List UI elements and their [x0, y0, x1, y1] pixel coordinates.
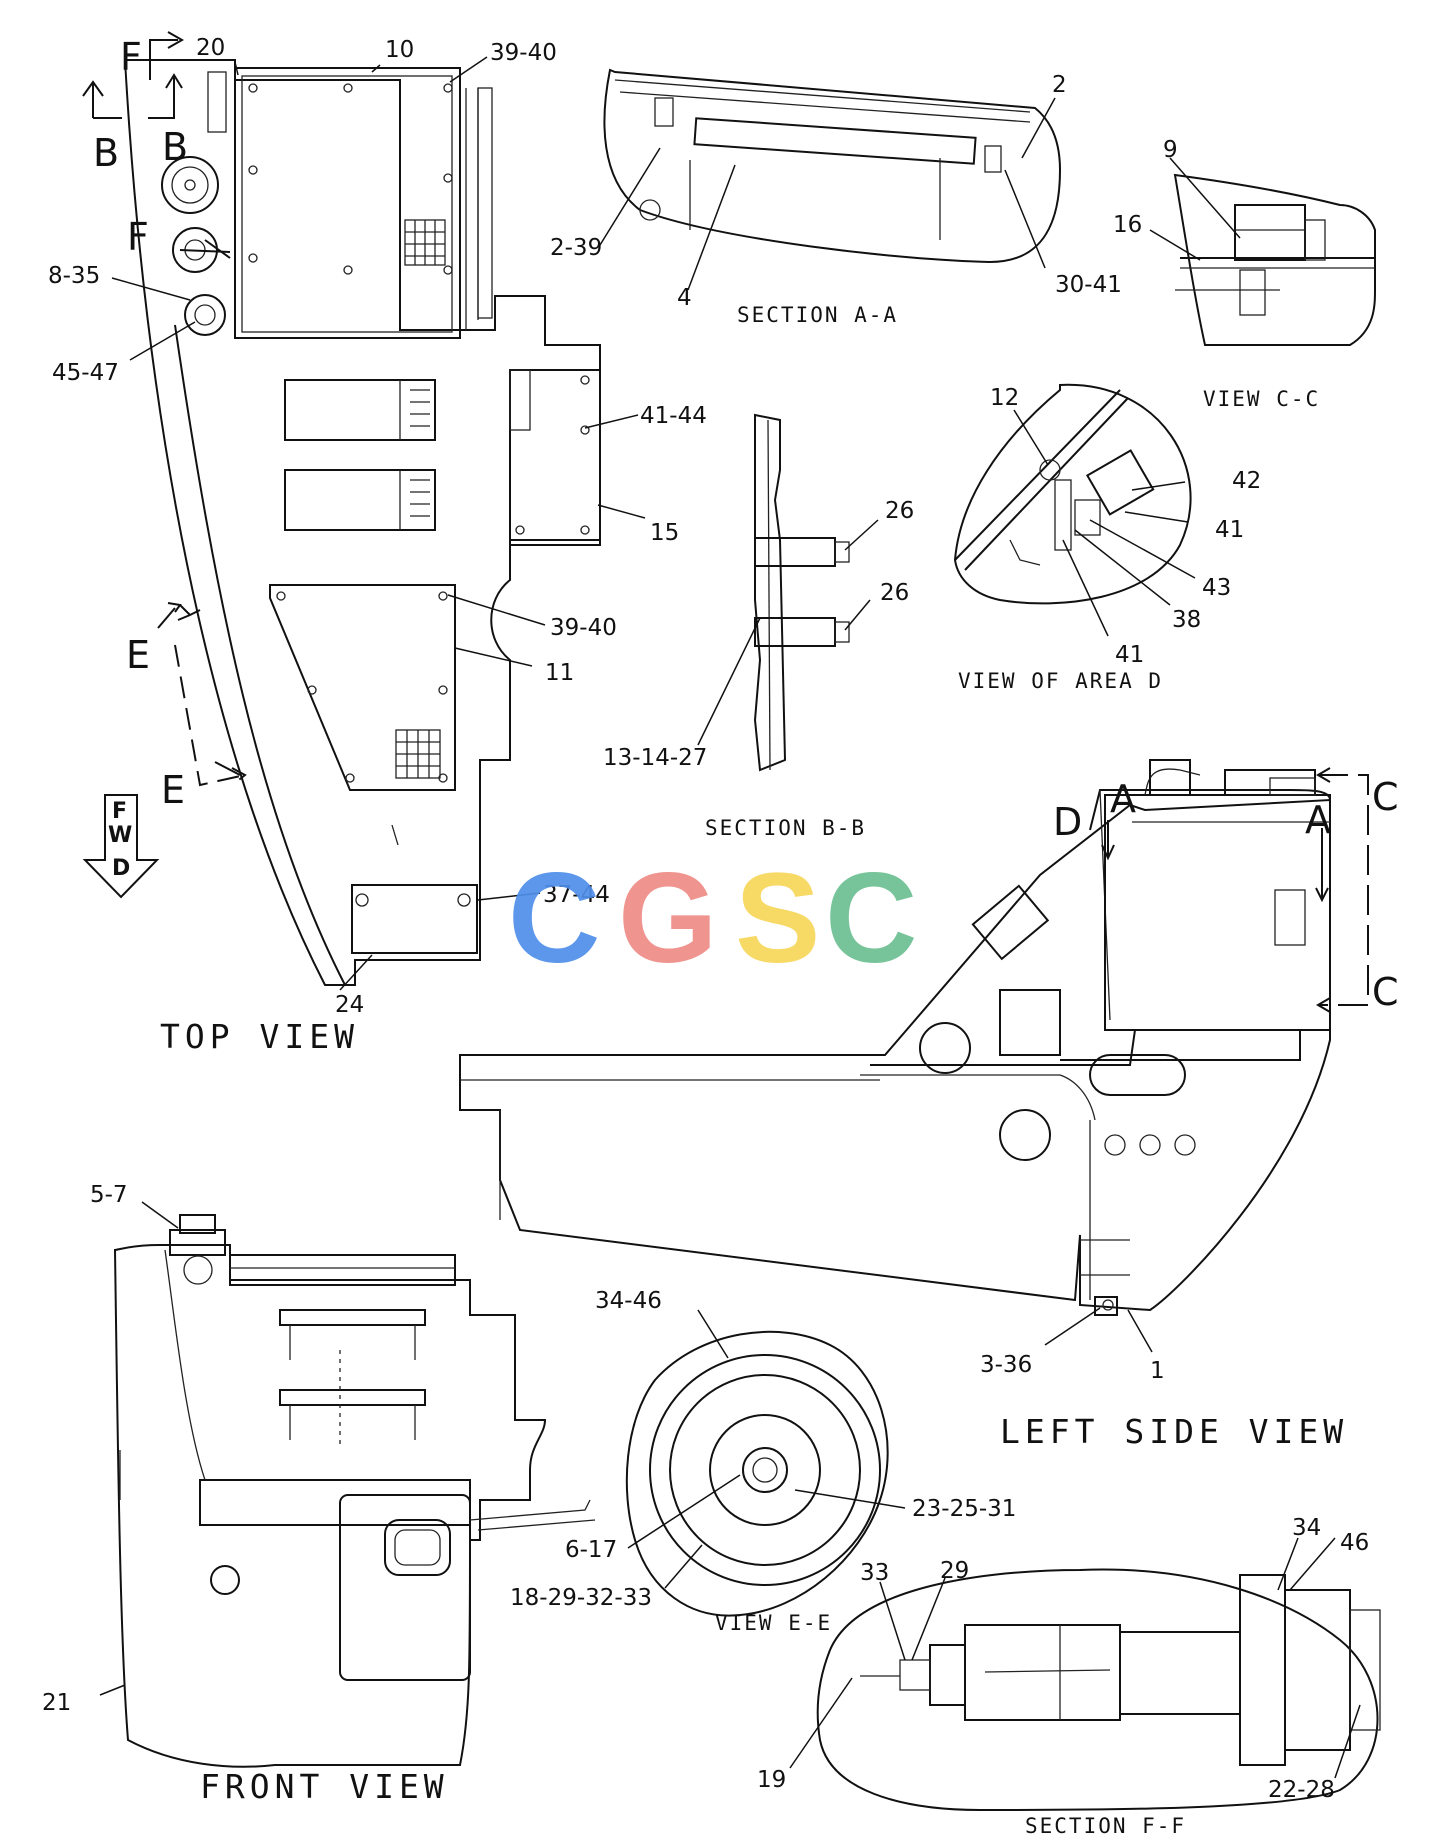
- callout-41-44: 41-44: [640, 403, 707, 429]
- watermark-letter-c2: C: [825, 847, 917, 990]
- mark-c-bottom: C: [1372, 970, 1399, 1014]
- mark-b-right: B: [162, 125, 188, 169]
- callout-18-29-32-33: 18-29-32-33: [510, 1585, 652, 1611]
- callout-43: 43: [1202, 575, 1231, 601]
- fwd-arrow: F W D: [108, 799, 132, 881]
- section-bb-title: SECTION B-B: [705, 816, 866, 840]
- callout-1: 1: [1150, 1358, 1165, 1384]
- view-ee-title: VIEW E-E: [715, 1611, 832, 1635]
- callout-23-25-31: 23-25-31: [912, 1496, 1016, 1522]
- section-b-b: [753, 413, 850, 772]
- callout-45-47: 45-47: [52, 360, 119, 386]
- view-area-d-title: VIEW OF AREA D: [958, 669, 1163, 693]
- fwd-letter-w: W: [108, 823, 132, 848]
- callout-2: 2: [1052, 72, 1067, 98]
- callout-37-44: 37-44: [543, 882, 610, 908]
- mark-d: D: [1053, 800, 1082, 844]
- watermark-letter-g: G: [618, 847, 718, 990]
- watermark-letter-s: S: [735, 847, 820, 990]
- mark-e-upper: E: [126, 633, 150, 677]
- callout-16: 16: [1113, 212, 1142, 238]
- view-area-d: [953, 383, 1192, 605]
- callout-42: 42: [1232, 468, 1261, 494]
- front-view-title: FRONT VIEW: [200, 1767, 449, 1806]
- mark-e-lower: E: [161, 768, 185, 812]
- mark-f-top: F: [120, 35, 142, 79]
- callout-19: 19: [757, 1767, 786, 1793]
- top-view: [82, 31, 601, 986]
- top-view-title: TOP VIEW: [160, 1017, 359, 1056]
- watermark-letter-c1: C: [508, 847, 600, 990]
- callout-21: 21: [42, 1690, 71, 1716]
- callout-9: 9: [1163, 137, 1178, 163]
- callout-12: 12: [990, 385, 1019, 411]
- callout-5-7: 5-7: [90, 1182, 128, 1208]
- fwd-letter-f: F: [112, 799, 127, 824]
- callout-33: 33: [860, 1560, 889, 1586]
- callout-39-40-mid: 39-40: [550, 615, 617, 641]
- callout-29: 29: [940, 1558, 969, 1584]
- view-cc-title: VIEW C-C: [1203, 387, 1320, 411]
- section-f-f: [816, 1568, 1381, 1812]
- view-titles: TOP VIEW FRONT VIEW LEFT SIDE VIEW SECTI…: [160, 303, 1348, 1838]
- callout-20: 20: [196, 35, 225, 61]
- watermark: C G S C: [508, 847, 917, 990]
- left-side-view: [459, 759, 1369, 1316]
- callout-13-14-27: 13-14-27: [603, 745, 707, 771]
- front-view: [113, 1214, 596, 1768]
- callout-46: 46: [1340, 1530, 1369, 1556]
- section-marks: F B B F E E D A A C C: [93, 35, 1399, 1014]
- section-a-a: [603, 68, 1062, 264]
- callout-15: 15: [650, 520, 679, 546]
- callout-3-36: 3-36: [980, 1352, 1032, 1378]
- mark-a-right: A: [1305, 798, 1331, 842]
- fwd-letter-d: D: [112, 856, 130, 881]
- mark-a-left: A: [1110, 777, 1136, 821]
- mark-b-left: B: [93, 131, 119, 175]
- section-aa-title: SECTION A-A: [737, 303, 898, 327]
- mark-f-mid: F: [127, 215, 149, 259]
- callout-38: 38: [1172, 607, 1201, 633]
- callout-39-40-top: 39-40: [490, 40, 557, 66]
- callout-26-b: 26: [880, 580, 909, 606]
- callout-6-17: 6-17: [565, 1537, 617, 1563]
- callouts: 20 10 39-40 8-35 45-47 41-44 15 39-40 11…: [42, 35, 1369, 1803]
- callout-10: 10: [385, 37, 414, 63]
- section-ff-title: SECTION F-F: [1025, 1814, 1186, 1838]
- view-e-e: [625, 1330, 889, 1617]
- callout-22-28: 22-28: [1268, 1777, 1335, 1803]
- callout-34-46: 34-46: [595, 1288, 662, 1314]
- view-c-c: [1173, 173, 1376, 346]
- callout-4: 4: [677, 285, 692, 311]
- callout-34: 34: [1292, 1515, 1321, 1541]
- callout-41-a: 41: [1215, 517, 1244, 543]
- callout-2-39: 2-39: [550, 235, 602, 261]
- callout-30-41: 30-41: [1055, 272, 1122, 298]
- callout-24: 24: [335, 992, 364, 1018]
- callout-41-b: 41: [1115, 642, 1144, 668]
- leader-lines: [99, 56, 1361, 1779]
- callout-26-a: 26: [885, 498, 914, 524]
- callout-8-35: 8-35: [48, 263, 100, 289]
- callout-11: 11: [545, 660, 574, 686]
- mark-c-top: C: [1372, 775, 1399, 819]
- left-side-view-title: LEFT SIDE VIEW: [1000, 1412, 1348, 1451]
